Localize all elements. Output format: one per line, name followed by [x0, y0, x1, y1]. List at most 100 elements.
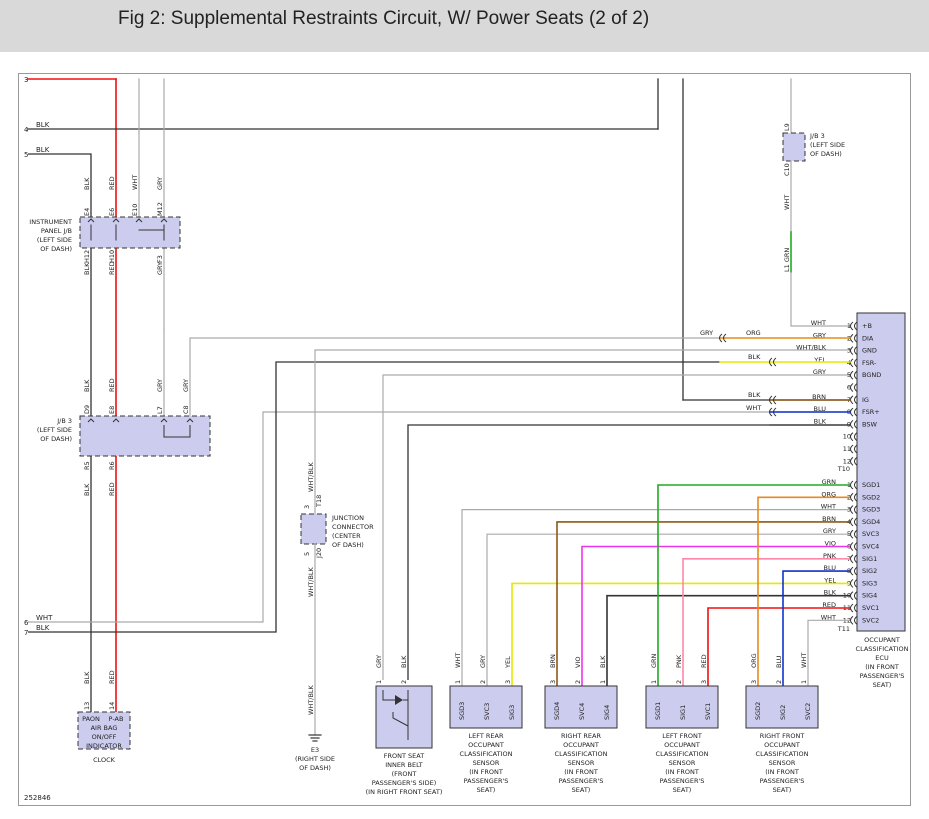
ground-label: (RIGHT SIDE [295, 755, 335, 763]
belt-wire-color: GRY [375, 655, 383, 668]
jb3-right [782, 132, 806, 162]
ecu-wire-color: WHT [821, 503, 836, 511]
sensor-wire-color: PNK [675, 654, 683, 668]
sensor-pin-number: 2 [479, 680, 487, 684]
jb3-internal-link [163, 425, 191, 438]
occupant-sensor-2 [544, 685, 618, 729]
jb-pin-label: C8 [182, 405, 190, 414]
splice-label: BLK [748, 391, 761, 399]
sensor-wire-color: VIO [574, 657, 582, 668]
ecu-wire-color: BRN [812, 393, 826, 401]
sensor-wire-color: RED [700, 654, 708, 668]
jb-pin-label: C10 [783, 163, 791, 176]
sensor-caption: SEAT) [773, 786, 792, 794]
ecu-pin-name: FSR+ [862, 408, 880, 416]
ecu-wire-color: ORG [821, 490, 836, 498]
pin-mark [135, 218, 143, 223]
wire-wht-blk-gnd [314, 349, 850, 514]
jb-pin-label: R5 [83, 461, 91, 470]
ecu-connector-mark [850, 505, 854, 514]
ecu-caption: ECU [875, 654, 889, 662]
ecu-connector-mark [854, 603, 858, 613]
ecu-connector-mark [850, 456, 854, 466]
title-bar: Fig 2: Supplemental Restraints Circuit, … [0, 0, 929, 52]
jb-pin-label: H10 [108, 250, 116, 263]
ecu-pin-number: 5 [847, 371, 851, 379]
sensor-pin-number: 1 [650, 680, 658, 684]
ecu-connector-mark [850, 370, 854, 380]
sensor-pin-number: 2 [574, 680, 582, 684]
left-terminal-number: 7 [24, 629, 28, 637]
jb-pin-label: R6 [108, 461, 116, 470]
sensor-caption: SEAT) [477, 786, 496, 794]
wire-sensor-3 [682, 557, 850, 686]
jb-wire-color: WHT [783, 195, 791, 210]
ecu-connector-mark [854, 333, 858, 343]
splice-mark [769, 407, 773, 417]
sensor-caption: SENSOR [473, 759, 500, 767]
sensor-wire-color: WHT [454, 653, 462, 668]
ecu-connector-mark [850, 579, 854, 588]
jb-wire-color: RED [108, 378, 116, 392]
ecu-pin-name: GND [862, 347, 877, 355]
belt-caption: (IN RIGHT FRONT SEAT) [366, 788, 443, 796]
sensor-caption: CLASSIFICATION [756, 750, 809, 758]
pin-mark [160, 418, 168, 423]
sensor-pin-name: SGD1 [654, 702, 662, 720]
wire-gry-belt [382, 374, 850, 680]
ecu-connector-mark [850, 383, 854, 392]
wire-sensor-4 [782, 570, 850, 686]
sensor-caption: CLASSIFICATION [656, 750, 709, 758]
jb3-left-label: OF DASH) [40, 435, 72, 443]
sensor-wire-color: YEL [504, 656, 512, 669]
ecu-pin-name: SIG2 [862, 567, 877, 575]
ecu-wire-color: BLK [814, 417, 827, 425]
splice-label: WHT [746, 404, 761, 412]
ecu-connector-mark [854, 566, 858, 576]
ecu-connector-mark [850, 542, 854, 551]
sensor-caption: OCCUPANT [563, 741, 599, 749]
belt-pin-number: 1 [375, 680, 383, 684]
jb-pin-label: L9 [783, 123, 791, 131]
jb-wire-color: RED [108, 482, 116, 496]
switch-icon [392, 712, 409, 727]
ecu-pin-name: BSW [862, 420, 877, 428]
sensor-pin-name: SGD2 [754, 702, 762, 720]
clock-wire-color: BLK [83, 671, 91, 684]
sensor-caption: PASSENGER'S [559, 777, 604, 785]
jb-wire-color: BLK [83, 262, 91, 275]
ecu-connector-mark [850, 444, 854, 454]
ecu-connector-mark [854, 542, 858, 551]
jb-wire-color: BLK [83, 177, 91, 190]
sensor-pin-name: SGD3 [458, 702, 466, 720]
sensor-caption: PASSENGER'S [464, 777, 509, 785]
sensor-caption: LEFT REAR [469, 732, 504, 740]
splice-mark [719, 333, 723, 343]
sensor-pin-number: 3 [750, 680, 758, 684]
ecu-caption: PASSENGER'S [860, 672, 905, 680]
sensor-pin-name: SVC1 [704, 703, 712, 720]
ecu-wire-color: GRY [813, 331, 826, 339]
ecu-connector-mark [850, 358, 854, 368]
ecu-pin-name: SIG4 [862, 592, 877, 600]
ground-wire-color: WHT/BLK [307, 684, 315, 715]
sensor-caption: OCCUPANT [468, 741, 504, 749]
sensor-caption: SEAT) [673, 786, 692, 794]
left-terminal-wire-color: BLK [36, 121, 50, 129]
jb-pin-label: D9 [83, 405, 91, 414]
junction-connector-label: CONNECTOR [332, 523, 374, 531]
sensor-pin-name: SIG1 [679, 705, 687, 720]
splice-label: ORG [746, 329, 761, 337]
jb-pin-label: H12 [83, 250, 91, 263]
jb-wire-color: GRY [156, 379, 164, 392]
pin-mark [112, 418, 120, 423]
ecu-connector-mark [854, 383, 858, 392]
ecu-pin-number: 10 [843, 433, 851, 441]
ecu-pin-number: 4 [847, 359, 851, 367]
jb-pin-label: E10 [131, 204, 139, 216]
left-terminal-number: 5 [24, 151, 28, 159]
jb-pin-label: F3 [156, 255, 164, 263]
ecu-connector-mark [850, 566, 854, 576]
instrument-panel-jb-label: OF DASH) [40, 245, 72, 253]
sensor-pin-number: 3 [504, 680, 512, 684]
